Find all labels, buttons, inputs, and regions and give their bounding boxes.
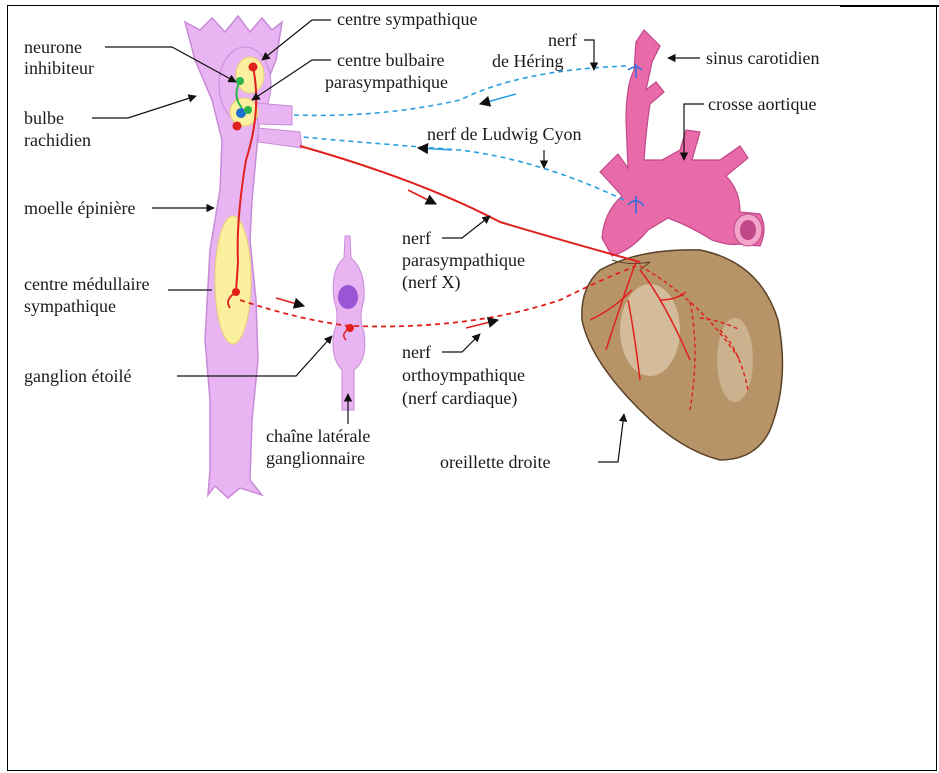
medullary-sympathetic-center <box>215 216 251 344</box>
label-neurone-inhibiteur: neurone inhibiteur <box>24 37 94 78</box>
ganglion-violet <box>338 285 358 309</box>
label-nerf-ludwig-cyon: nerf de Ludwig Cyon <box>427 124 581 144</box>
label-centre-medullaire: centre médullaire sympathique <box>24 274 154 316</box>
heart <box>582 250 783 460</box>
label-sinus-carotidien: sinus carotidien <box>706 48 819 68</box>
label-centre-bulbaire: centre bulbaire parasympathique <box>325 50 449 92</box>
label-nerf-parasympathique: nerf parasympathique (nerf X) <box>402 228 529 293</box>
label-centre-sympathique: centre sympathique <box>337 9 477 29</box>
sympathetic-center <box>236 57 264 93</box>
label-ganglion-etoile: ganglion étoilé <box>24 366 131 386</box>
label-nerf-orthosympathique: nerf orthoympathique (nerf cardiaque) <box>402 342 529 409</box>
label-bulbe-rachidien: bulbe rachidien <box>24 108 91 150</box>
label-chaine-laterale: chaîne latérale ganglionnaire <box>266 426 375 468</box>
label-oreillette-droite: oreillette droite <box>440 452 550 472</box>
label-moelle-epiniere: moelle épinière <box>24 198 135 218</box>
label-nerf-hering: nerf de Héring <box>492 30 581 71</box>
heart-highlight <box>620 284 680 376</box>
label-crosse-aortique: crosse aortique <box>708 94 816 114</box>
sympathetic-chain <box>333 236 365 410</box>
